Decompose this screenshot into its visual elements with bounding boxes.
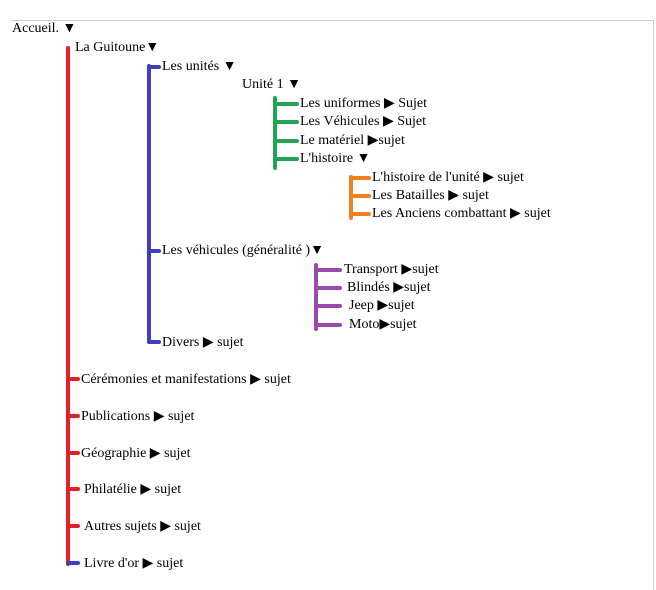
branch-transport — [314, 268, 342, 272]
node-les-vehicules-unite[interactable]: Les Véhicules ▶ Sujet — [300, 114, 426, 129]
purple-trunk-line — [314, 263, 318, 331]
branch-unites — [147, 65, 161, 69]
node-les-batailles[interactable]: Les Batailles ▶ sujet — [372, 188, 489, 203]
node-blindes[interactable]: Blindés ▶sujet — [347, 280, 431, 295]
node-divers[interactable]: Divers ▶ sujet — [162, 335, 244, 350]
branch-moto — [314, 323, 342, 327]
node-unite-1[interactable]: Unité 1 ▼ — [242, 77, 301, 92]
node-publications[interactable]: Publications ▶ sujet — [81, 409, 195, 424]
branch-materiel — [273, 139, 299, 143]
branch-blindes — [314, 286, 342, 290]
branch-ceremonies — [66, 377, 80, 381]
node-livre-d-or[interactable]: Livre d'or ▶ sujet — [84, 556, 184, 571]
branch-geographie — [66, 451, 80, 455]
green-trunk-line — [273, 96, 277, 170]
branch-anciens — [349, 212, 371, 216]
node-les-uniformes[interactable]: Les uniformes ▶ Sujet — [300, 96, 428, 111]
node-moto[interactable]: Moto▶sujet — [349, 317, 417, 332]
branch-philatelie — [66, 487, 80, 491]
branch-histoire — [273, 157, 299, 161]
node-l-histoire[interactable]: L'histoire ▼ — [300, 151, 371, 166]
branch-publications — [66, 414, 80, 418]
red-trunk-line — [66, 46, 70, 566]
node-les-vehicules-generalite[interactable]: Les véhicules (généralité )▼ — [162, 243, 324, 258]
branch-jeep — [314, 304, 342, 308]
node-transport[interactable]: Transport ▶sujet — [344, 262, 439, 277]
node-philatelie[interactable]: Philatélie ▶ sujet — [84, 482, 182, 497]
node-accueil[interactable]: Accueil. ▼ — [12, 21, 77, 36]
node-geographie[interactable]: Géographie ▶ sujet — [81, 446, 191, 461]
node-les-anciens-combattant[interactable]: Les Anciens combattant ▶ sujet — [372, 206, 551, 221]
node-le-materiel[interactable]: Le matériel ▶sujet — [300, 133, 405, 148]
node-ceremonies[interactable]: Cérémonies et manifestations ▶ sujet — [81, 372, 291, 387]
node-les-unites[interactable]: Les unités ▼ — [162, 59, 237, 74]
branch-vehicules-u — [273, 120, 299, 124]
page-frame — [12, 20, 654, 590]
branch-uniformes — [273, 102, 299, 106]
blue-trunk-line — [147, 64, 151, 342]
branch-batailles — [349, 194, 371, 198]
branch-vehicules-gen — [147, 249, 161, 253]
branch-histoire-unite — [349, 176, 371, 180]
branch-autres — [66, 524, 80, 528]
branch-livre — [66, 561, 80, 565]
node-autres-sujets[interactable]: Autres sujets ▶ sujet — [84, 519, 201, 534]
node-jeep[interactable]: Jeep ▶sujet — [349, 298, 415, 313]
node-histoire-de-l-unite[interactable]: L'histoire de l'unité ▶ sujet — [372, 170, 524, 185]
node-la-guitoune[interactable]: La Guitoune▼ — [75, 40, 160, 55]
branch-divers — [147, 340, 161, 344]
